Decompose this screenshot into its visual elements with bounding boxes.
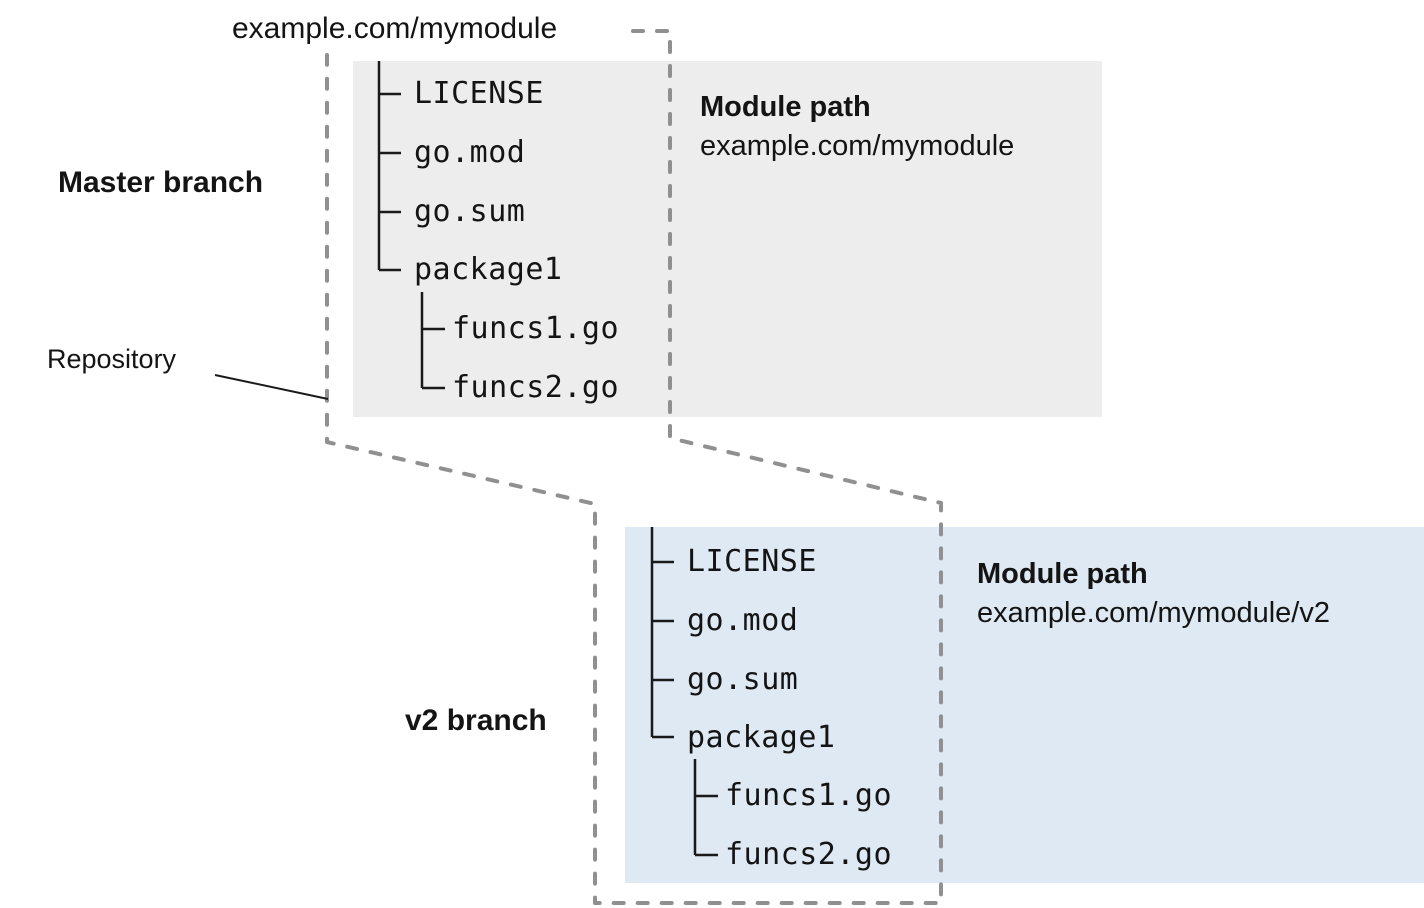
v2-branch-label: v2 branch <box>405 704 547 737</box>
repository-leader-line <box>214 374 329 400</box>
master-tree-item-gomod: go.mod <box>414 135 526 170</box>
v2-tree-item-gomod: go.mod <box>687 603 799 638</box>
v2-module-path-annotation: Module path example.com/mymodule/v2 <box>977 555 1330 633</box>
v2-tree-item-license: LICENSE <box>687 544 817 579</box>
v2-module-path-title: Module path <box>977 558 1148 590</box>
v2-tree-item-package1: package1 <box>687 720 836 755</box>
repo-url-label: example.com/mymodule <box>232 12 558 45</box>
master-tree-item-gosum: go.sum <box>414 194 526 229</box>
master-tree-item-license: LICENSE <box>414 76 544 111</box>
repository-label: Repository <box>47 344 177 374</box>
master-tree-item-funcs1: funcs1.go <box>452 311 620 346</box>
v2-tree-item-funcs1: funcs1.go <box>725 778 893 813</box>
master-tree-item-package1: package1 <box>414 252 563 287</box>
v2-tree-item-gosum: go.sum <box>687 662 799 697</box>
master-module-path-title: Module path <box>700 91 871 123</box>
master-tree-item-funcs2: funcs2.go <box>452 370 620 405</box>
master-module-path-annotation: Module path example.com/mymodule <box>700 88 1014 166</box>
master-branch-label: Master branch <box>58 166 264 199</box>
master-module-path-value: example.com/mymodule <box>700 130 1015 162</box>
v2-module-path-value: example.com/mymodule/v2 <box>977 597 1330 629</box>
v2-tree-item-funcs2: funcs2.go <box>725 837 893 872</box>
